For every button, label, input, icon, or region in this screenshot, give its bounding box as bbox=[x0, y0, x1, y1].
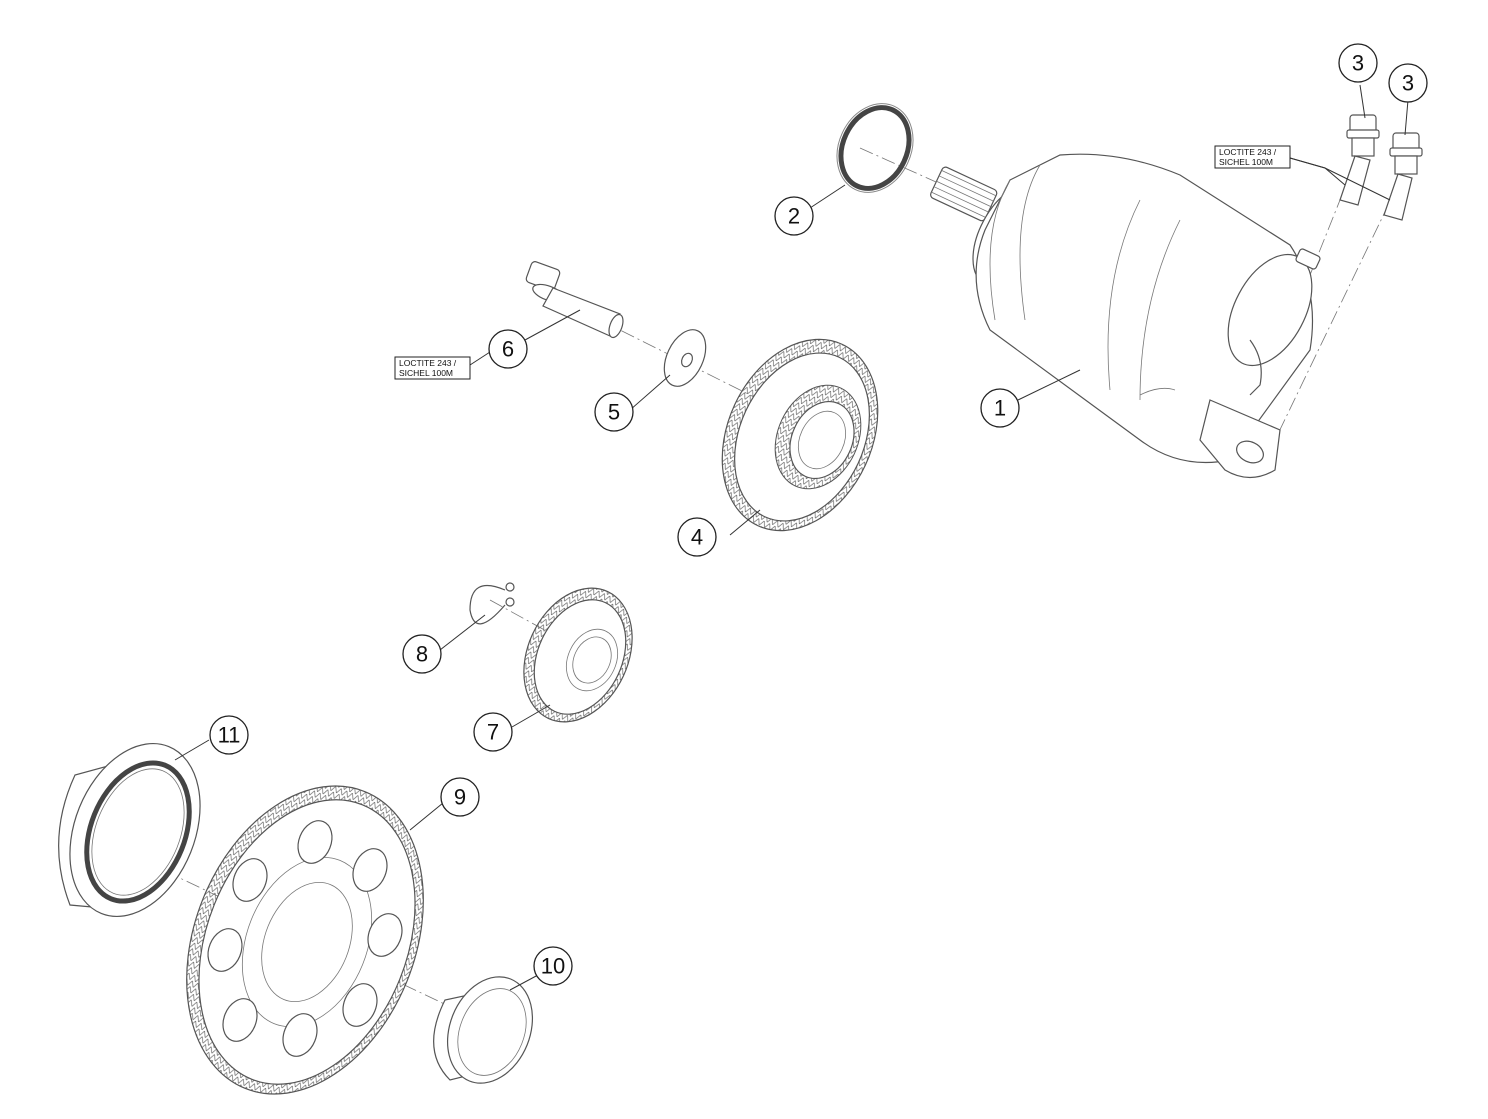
circlip-part bbox=[469, 582, 515, 625]
adhesive-note-left: LOCTITE 243 / SICHEL 100M bbox=[394, 356, 471, 380]
callout-4: 4 bbox=[677, 517, 717, 557]
callout-9-label: 9 bbox=[454, 785, 466, 810]
mounting-bolt-part-a bbox=[1339, 114, 1380, 206]
callout-6-label: 6 bbox=[502, 337, 514, 362]
callout-1: 1 bbox=[980, 388, 1020, 428]
callout-7: 7 bbox=[473, 712, 513, 752]
callout-11: 11 bbox=[209, 715, 249, 755]
callout-1-label: 1 bbox=[994, 396, 1006, 421]
bearing-part bbox=[58, 742, 201, 918]
starter-ring-gear-part bbox=[186, 785, 424, 1095]
callout-3b-label: 3 bbox=[1402, 71, 1414, 96]
callout-2: 2 bbox=[774, 196, 814, 236]
callout-7-label: 7 bbox=[487, 720, 499, 745]
callout-3a-label: 3 bbox=[1352, 51, 1364, 76]
callout-5: 5 bbox=[594, 392, 634, 432]
callout-5-label: 5 bbox=[608, 400, 620, 425]
adhesive-note-top-line2: SICHEL 100M bbox=[1219, 157, 1273, 167]
adhesive-note-left-line2: SICHEL 100M bbox=[399, 368, 453, 378]
idler-shaft-part bbox=[525, 261, 624, 339]
callout-8: 8 bbox=[402, 634, 442, 674]
leader-lines bbox=[174, 84, 1409, 991]
adhesive-note-left-line1: LOCTITE 243 / bbox=[399, 358, 457, 368]
washer-part bbox=[663, 329, 707, 387]
drive-gear-part bbox=[523, 587, 633, 723]
callout-10: 10 bbox=[533, 946, 573, 986]
bushing-part bbox=[433, 976, 534, 1084]
starter-motor-part bbox=[930, 153, 1321, 479]
adhesive-note-top: LOCTITE 243 / SICHEL 100M bbox=[1214, 145, 1291, 169]
callout-11-label: 11 bbox=[218, 723, 241, 748]
intermediate-gear-part bbox=[721, 338, 879, 532]
callout-3b: 3 bbox=[1388, 63, 1428, 103]
adhesive-note-top-line1: LOCTITE 243 / bbox=[1219, 147, 1277, 157]
callout-4-label: 4 bbox=[691, 525, 703, 550]
callout-9: 9 bbox=[440, 777, 480, 817]
callout-10-label: 10 bbox=[541, 954, 565, 979]
callout-6: 6 bbox=[488, 329, 528, 369]
callout-2-label: 2 bbox=[788, 204, 800, 229]
callout-3a: 3 bbox=[1338, 43, 1378, 83]
mounting-bolt-part-b bbox=[1383, 132, 1423, 221]
o-ring-part bbox=[836, 103, 914, 193]
callout-8-label: 8 bbox=[416, 642, 428, 667]
